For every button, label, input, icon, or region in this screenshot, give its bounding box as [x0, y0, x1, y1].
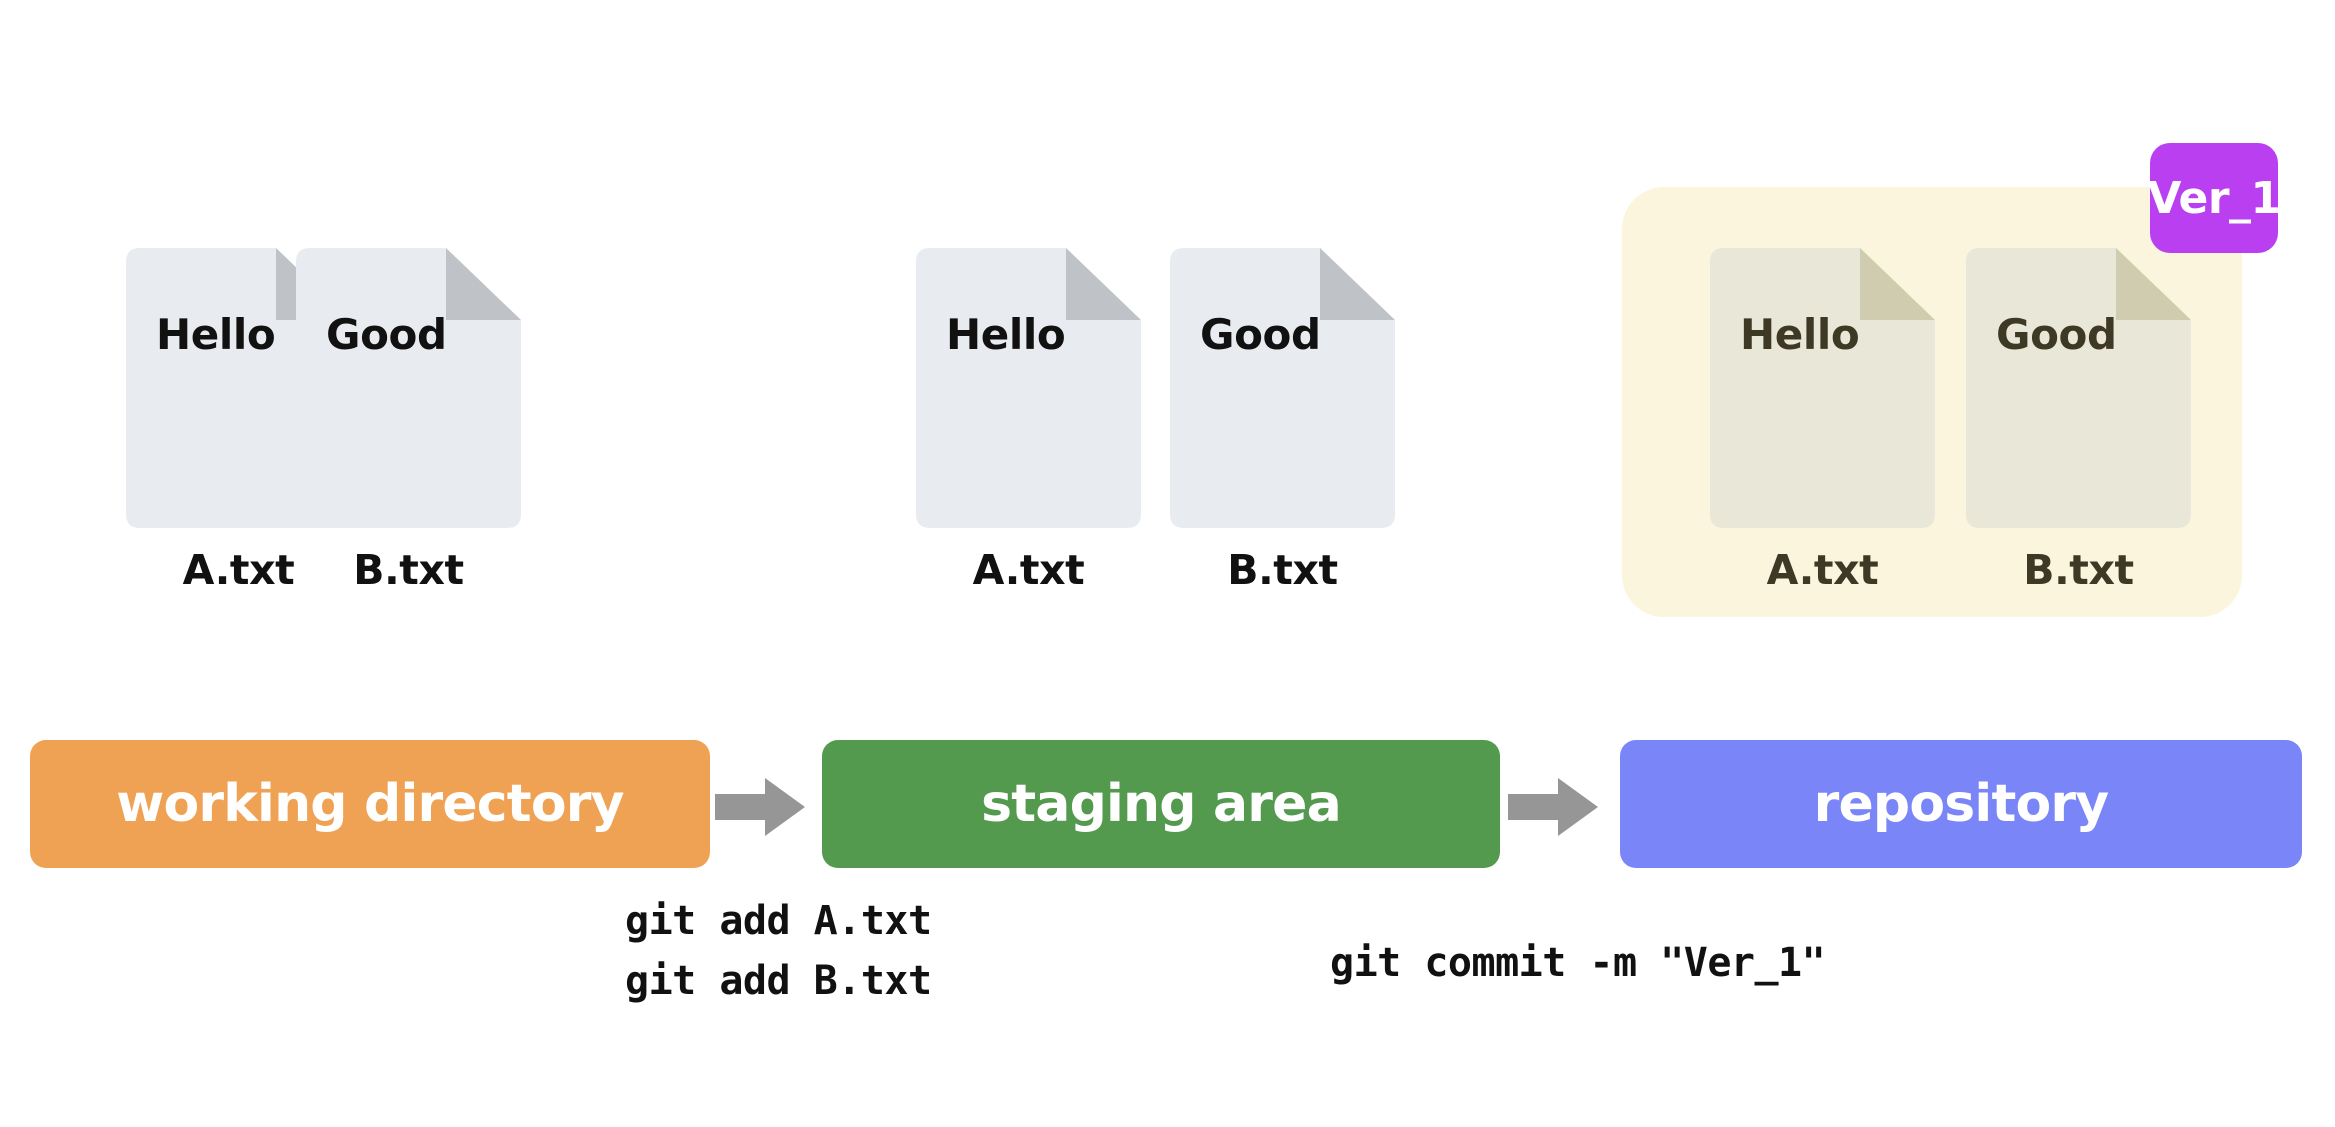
- file-name-label: B.txt: [2023, 546, 2134, 594]
- stage-bar-staging-area[interactable]: staging area: [822, 740, 1500, 868]
- file-name-label: A.txt: [972, 546, 1085, 594]
- file-content-text: Hello: [946, 310, 1066, 359]
- file-content-text: Hello: [156, 310, 276, 359]
- arrow-right-icon: [715, 778, 805, 836]
- file-card-a-repository[interactable]: Hello A.txt: [1710, 248, 1935, 594]
- file-name-label: B.txt: [1227, 546, 1338, 594]
- file-card-a-working[interactable]: Hello A.txt: [126, 248, 351, 594]
- file-content-text: Good: [1996, 310, 2117, 359]
- command-git-add-b: git add B.txt: [625, 958, 932, 1004]
- file-content-text: Good: [1200, 310, 1321, 359]
- file-name-label: B.txt: [353, 546, 464, 594]
- file-card-b-repository[interactable]: Good B.txt: [1966, 248, 2191, 594]
- command-git-add-a: git add A.txt: [625, 898, 932, 944]
- file-icon: [1170, 248, 1395, 528]
- file-card-b-working[interactable]: Good B.txt: [296, 248, 521, 594]
- version-badge[interactable]: Ver_1: [2147, 143, 2281, 253]
- file-content-text: Good: [326, 310, 447, 359]
- file-icon: [1966, 248, 2191, 528]
- file-icon: [1710, 248, 1935, 528]
- file-name-label: A.txt: [182, 546, 295, 594]
- stage-bar-working-directory[interactable]: working directory: [30, 740, 710, 868]
- file-icon: [916, 248, 1141, 528]
- command-git-commit: git commit -m "Ver_1": [1330, 940, 1826, 986]
- arrow-right-icon: [1508, 778, 1598, 836]
- stage-bar-repository[interactable]: repository: [1620, 740, 2302, 868]
- file-card-a-staging[interactable]: Hello A.txt: [916, 248, 1141, 594]
- file-content-text: Hello: [1740, 310, 1860, 359]
- file-icon: [296, 248, 521, 528]
- file-card-b-staging[interactable]: Good B.txt: [1170, 248, 1395, 594]
- file-name-label: A.txt: [1766, 546, 1879, 594]
